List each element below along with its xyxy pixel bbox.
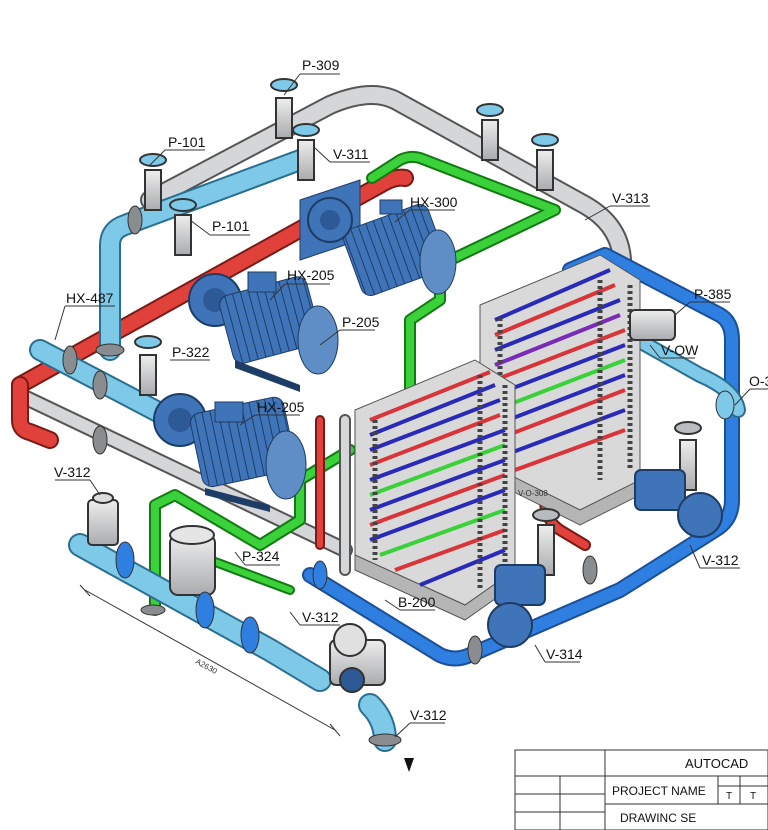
title-block: AUTOCAD PROJECT NAME DRAWINC SE T T bbox=[514, 749, 768, 830]
label-vow: V-OW bbox=[661, 342, 699, 358]
valve-v314 bbox=[532, 508, 560, 576]
hot-supply-pipe bbox=[11, 168, 414, 449]
label-p309: P-309 bbox=[302, 57, 340, 73]
label-b200: B-200 bbox=[398, 594, 436, 610]
label-v312-left: V-312 bbox=[54, 464, 91, 480]
dimension-text: A2630 bbox=[194, 657, 219, 676]
leader-lines bbox=[54, 73, 768, 738]
label-v312-right: V-312 bbox=[702, 552, 739, 568]
valve-v312-right bbox=[674, 421, 702, 491]
motor-pump-hx205-lower bbox=[153, 393, 307, 512]
label-p101-lower: P-101 bbox=[212, 218, 250, 234]
valve-p101-upper bbox=[139, 153, 167, 211]
plate-heat-exchanger-rear bbox=[479, 254, 641, 526]
valve-v312-left bbox=[87, 492, 119, 546]
valve-v313-a bbox=[476, 103, 504, 161]
pipe-flanges bbox=[62, 205, 735, 747]
valve-p322 bbox=[134, 335, 162, 396]
label-p324: P-324 bbox=[242, 548, 280, 564]
valve-v311 bbox=[292, 123, 320, 181]
label-o3: O-3 bbox=[749, 373, 768, 389]
equipment-labels: P-309 P-101 P-101 V-311 HX-300 V-313 HX-… bbox=[54, 57, 768, 723]
valve-p101-lower bbox=[169, 198, 197, 256]
label-hx-small: V-O-308 bbox=[518, 489, 548, 498]
title-block-mark-1: T bbox=[726, 791, 732, 802]
title-block-header: AUTOCAD bbox=[685, 756, 748, 771]
valve-handwheels bbox=[134, 78, 702, 576]
label-p101-upper: P-101 bbox=[168, 134, 206, 150]
plate-heat-exchanger-front bbox=[354, 359, 516, 621]
valve-p309 bbox=[270, 78, 298, 139]
label-hx205-upper: HX-205 bbox=[287, 267, 335, 283]
title-block-mark-2: T bbox=[750, 791, 756, 802]
valve-globe-lower bbox=[169, 525, 216, 596]
label-p385: P-385 bbox=[694, 286, 732, 302]
label-p205: P-205 bbox=[342, 314, 380, 330]
actuator-v314 bbox=[487, 564, 546, 648]
label-v312-mid: V-312 bbox=[302, 609, 339, 625]
label-hx300: HX-300 bbox=[410, 194, 458, 210]
label-v313: V-313 bbox=[612, 190, 649, 206]
label-p322: P-322 bbox=[172, 344, 210, 360]
title-block-drawing: DRAWINC SE bbox=[620, 811, 696, 825]
valve-v313-b bbox=[531, 133, 559, 191]
label-v314: V-314 bbox=[546, 646, 583, 662]
valve-v312-lower bbox=[329, 623, 386, 693]
actuator-v312-right bbox=[634, 469, 723, 538]
label-v311: V-311 bbox=[333, 146, 369, 162]
motor-pump-hx300 bbox=[299, 179, 457, 296]
label-hx205-lower: HX-205 bbox=[257, 399, 305, 415]
label-hx487: HX-487 bbox=[66, 290, 114, 306]
motor-pump-hx205-upper bbox=[188, 271, 339, 392]
label-v312-bottom: V-312 bbox=[410, 707, 447, 723]
north-arrow bbox=[404, 758, 414, 772]
actuator-vow bbox=[629, 309, 676, 341]
cold-return-pipe bbox=[302, 247, 740, 667]
title-block-project-name: PROJECT NAME bbox=[612, 784, 706, 798]
